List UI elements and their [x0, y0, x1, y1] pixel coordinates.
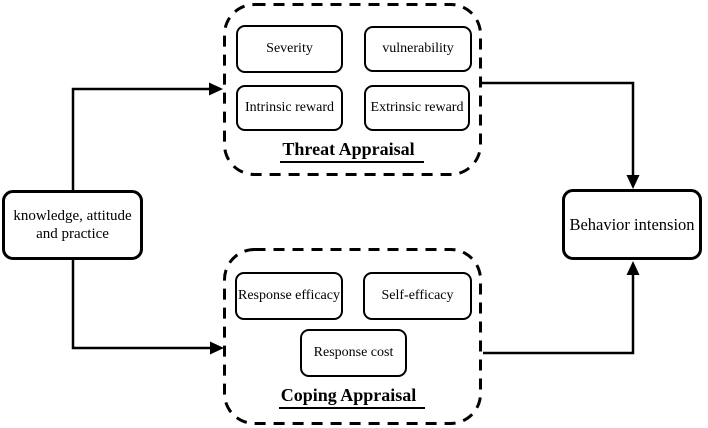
- arrow-kap-to-threat: [71, 82, 223, 190]
- node-extrinsic-reward: Extrinsic reward: [364, 85, 470, 131]
- node-label: Extrinsic reward: [370, 99, 464, 115]
- node-self-efficacy: Self-efficacy: [363, 272, 472, 320]
- node-label: Behavior intension: [569, 214, 695, 234]
- node-label: knowledge, attitude and practice: [13, 208, 132, 242]
- node-severity: Severity: [236, 25, 343, 73]
- node-knowledge-attitude-practice: knowledge, attitude and practice: [2, 190, 143, 260]
- node-response-efficacy: Response efficacy: [235, 272, 343, 320]
- coping-appraisal-container: [223, 248, 482, 425]
- node-vulnerability: vulnerability: [364, 26, 472, 72]
- threat-appraisal-title: Threat Appraisal: [223, 139, 481, 163]
- node-label: Severity: [266, 40, 313, 56]
- arrow-kap-to-coping: [71, 260, 224, 355]
- node-label: Response efficacy: [238, 287, 340, 303]
- node-intrinsic-reward: Intrinsic reward: [236, 85, 343, 131]
- node-response-cost: Response cost: [300, 329, 407, 377]
- threat-appraisal-container: [223, 3, 482, 176]
- arrow-threat-to-behavior: [482, 81, 640, 189]
- node-behavior-intension: Behavior intension: [562, 189, 702, 260]
- coping-appraisal-title: Coping Appraisal: [223, 385, 481, 409]
- node-label: Self-efficacy: [381, 287, 454, 303]
- node-label: vulnerability: [382, 40, 454, 56]
- arrow-coping-to-behavior: [483, 261, 640, 355]
- node-label: Intrinsic reward: [244, 99, 335, 115]
- node-label: Response cost: [313, 344, 394, 360]
